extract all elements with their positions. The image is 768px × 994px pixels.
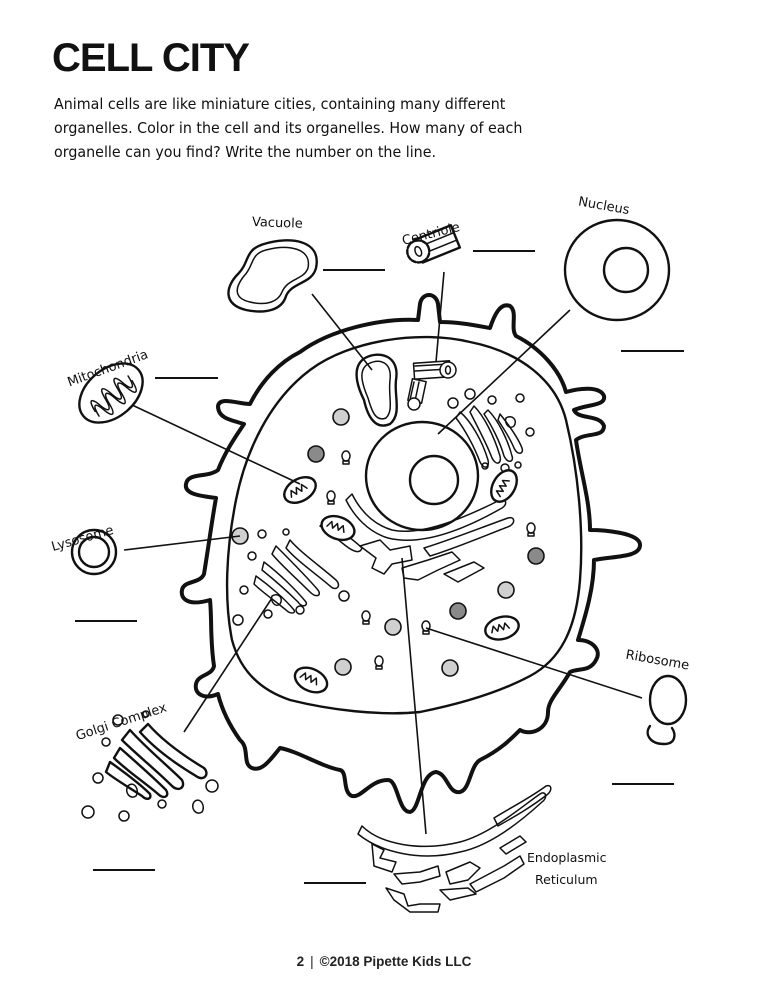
page-number: 2 xyxy=(296,954,305,969)
pointer-nucleus xyxy=(437,309,571,435)
pointer-er xyxy=(401,557,427,835)
label-ribosome: Ribosome xyxy=(624,648,690,674)
page-title: CELL CITY xyxy=(52,36,250,80)
instructions-line: Animal cells are like miniature cities, … xyxy=(54,95,506,113)
label-golgi: Golgi Complex xyxy=(74,700,169,744)
centriole-icon xyxy=(406,224,462,264)
copyright: ©2018 Pipette Kids LLC xyxy=(319,954,472,969)
golgi-inside-lower xyxy=(232,528,350,626)
label-vacuole: Vacuole xyxy=(252,215,303,232)
vacuole-icon xyxy=(227,239,318,313)
instructions-line: organelle can you find? Write the number… xyxy=(54,143,437,161)
label-er-line1: Endoplasmic xyxy=(527,850,607,865)
lysosome-icon xyxy=(70,528,118,576)
pointer-ribosome xyxy=(425,627,643,699)
label-nucleus: Nucleus xyxy=(577,194,631,218)
pointer-vacuole xyxy=(311,293,373,371)
pointer-lysosome xyxy=(123,535,241,551)
vacuole-inside xyxy=(355,353,398,427)
lysosomes-inside xyxy=(231,408,545,677)
pointer-mitochondria xyxy=(129,403,301,485)
pointer-centriole xyxy=(435,271,445,363)
label-lysosome: Lysosome xyxy=(50,523,116,555)
centriole-inside xyxy=(407,360,457,411)
instructions-line: organelles. Color in the cell and its or… xyxy=(54,119,523,137)
label-er-line2: Reticulum xyxy=(535,872,598,887)
instructions: Animal cells are like miniature cities, … xyxy=(54,92,569,164)
page-footer: 2 | ©2018 Pipette Kids LLC xyxy=(0,954,768,969)
nucleus-icon xyxy=(563,218,671,322)
golgi-icon xyxy=(81,710,219,822)
ribosome-icon xyxy=(646,674,688,746)
mitochondria-icon xyxy=(78,362,144,424)
cell-membrane-inner xyxy=(225,335,583,715)
er-icon xyxy=(357,784,552,913)
pointer-golgi xyxy=(183,597,273,733)
golgi-inside-upper xyxy=(447,388,535,473)
nucleus-inside xyxy=(364,420,480,532)
mitochondria-inside xyxy=(283,469,520,694)
ribosomes-inside xyxy=(326,450,536,670)
footer-separator: | xyxy=(310,954,314,969)
